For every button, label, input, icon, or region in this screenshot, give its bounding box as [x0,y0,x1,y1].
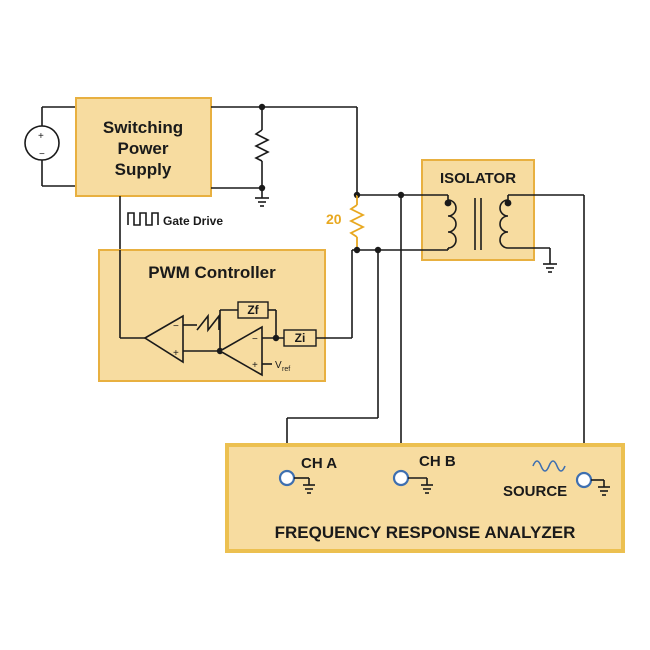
sine-wave-icon [532,460,566,472]
resistor-value: 20 [326,211,342,227]
source-label: SOURCE [503,483,567,500]
ground-icon [598,486,610,496]
comparator [143,314,184,364]
ground-icon [303,484,315,494]
vref-subscript: ref [282,366,290,373]
pwm-controller-title: PWM Controller [148,263,276,282]
output-load [211,103,361,207]
ch-a-label: CH A [301,455,337,472]
ch-a-jack [278,469,296,487]
isolator: ISOLATOR [421,159,535,261]
probe-wiring [286,195,402,472]
erroramp-minus: − [252,334,258,345]
error-amplifier [218,325,263,377]
source-minus-sign: − [39,149,45,160]
frequency-response-analyzer: FREQUENCY RESPONSE ANALYZER CH A CH B SO… [225,443,625,553]
switching-power-supply: Switching Power Supply [75,97,212,197]
source-plus-sign: + [38,131,44,142]
comparator-plus: + [173,348,179,359]
power-supply-label-3: Supply [115,160,172,179]
ground-icon [543,263,557,273]
power-supply-label-1: Switching [103,118,183,137]
injection-resistor: 20 [326,195,366,254]
ch-b-label: CH B [419,453,456,470]
pulse-train-icon [127,212,159,226]
zf-label: Zf [247,303,259,317]
ch-b-jack [392,469,410,487]
fra-title: FREQUENCY RESPONSE ANALYZER [275,523,576,542]
pwm-controller: PWM Controller − + − + Zf Zi [98,249,353,382]
sawtooth-icon [196,313,220,333]
zi-label: Zi [295,331,306,345]
source-jack [575,471,593,489]
isolator-title: ISOLATOR [440,170,516,187]
comparator-minus: − [173,321,179,332]
erroramp-plus: + [252,360,258,371]
gate-drive-label: Gate Drive [163,214,223,228]
ground-icon [255,197,269,207]
vref-label: V [275,360,282,371]
ground-icon [421,484,433,494]
voltage-source: + − [24,106,76,187]
power-supply-label-2: Power [117,139,168,158]
gate-drive: Gate Drive [119,196,223,250]
